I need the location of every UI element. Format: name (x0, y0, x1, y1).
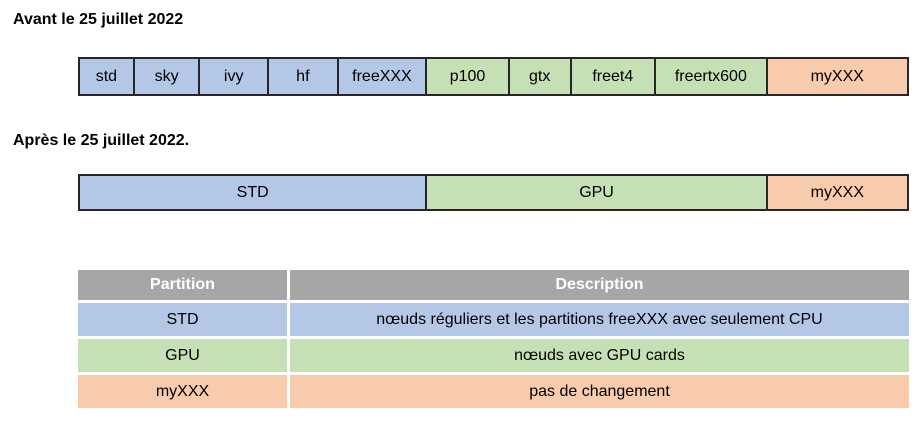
partition-cell-myXXX: myXXX (767, 176, 907, 209)
partition-cell-p100: p100 (427, 59, 510, 94)
table-cell-partition: myXXX (78, 375, 287, 408)
partition-cell-hf: hf (269, 59, 339, 94)
table-header-row: Partition Description (78, 270, 909, 300)
table-cell-partition: STD (78, 303, 287, 336)
partition-cell-freeXXX: freeXXX (338, 59, 428, 94)
partition-cell-STD: STD (80, 176, 428, 209)
partition-cell-std: std (80, 59, 135, 94)
partition-cell-myXXX: myXXX (767, 59, 907, 94)
heading-before: Avant le 25 juillet 2022 (13, 11, 184, 28)
partition-cell-ivy: ivy (200, 59, 270, 94)
partition-cell-freertx600: freertx600 (656, 59, 768, 94)
table-cell-description: pas de changement (290, 375, 909, 408)
partition-cell-sky: sky (134, 59, 201, 94)
partition-cell-freet4: freet4 (571, 59, 657, 94)
table-header-description: Description (290, 270, 909, 300)
heading-after: Après le 25 juillet 2022. (13, 132, 190, 149)
table-cell-description: nœuds réguliers et les partitions freeXX… (290, 303, 909, 336)
partition-cell-gtx: gtx (509, 59, 572, 94)
table-cell-partition: GPU (78, 339, 287, 372)
partition-cell-GPU: GPU (427, 176, 768, 209)
table-header-partition: Partition (78, 270, 287, 300)
table-cell-description: nœuds avec GPU cards (290, 339, 909, 372)
